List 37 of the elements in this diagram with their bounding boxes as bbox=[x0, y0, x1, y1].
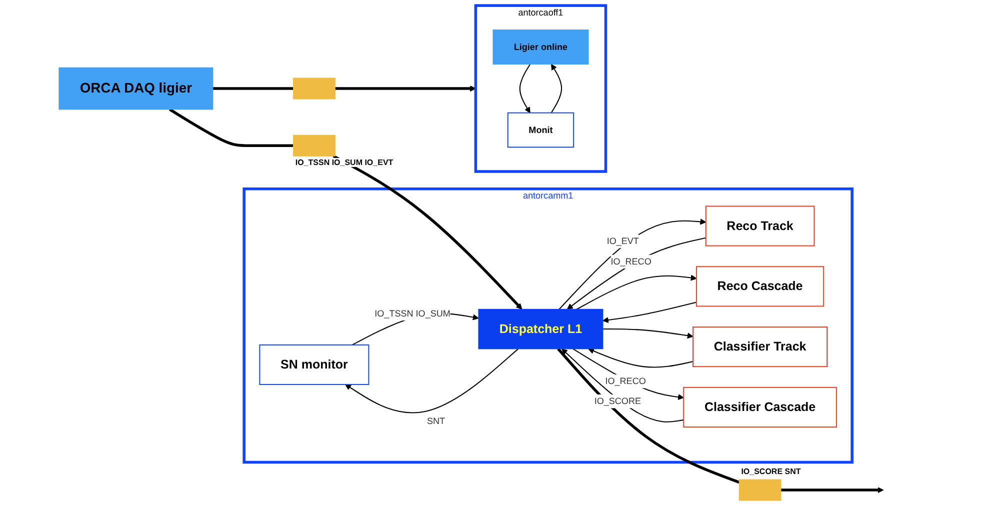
connector bbox=[168, 108, 294, 148]
arrow bbox=[335, 85, 476, 92]
node-box: Reco Track bbox=[705, 206, 815, 246]
edge-label: IO_SCORE bbox=[594, 396, 641, 406]
edge-label: IO_RECO bbox=[605, 376, 646, 386]
arrow bbox=[558, 218, 706, 310]
arrow bbox=[572, 348, 684, 400]
signal-label: IO_SCORE SNT bbox=[739, 466, 803, 476]
connector bbox=[557, 348, 740, 484]
arrow bbox=[332, 154, 522, 310]
node-box: Reco Cascade bbox=[696, 266, 824, 307]
node-box bbox=[293, 134, 336, 156]
arrow bbox=[576, 274, 697, 310]
arrow bbox=[345, 348, 519, 414]
arrow bbox=[602, 328, 694, 339]
arrow bbox=[588, 348, 694, 368]
arrow bbox=[566, 237, 706, 310]
node-box: Classifier Track bbox=[692, 326, 828, 368]
edge-label: IO_EVT bbox=[606, 236, 639, 246]
arrow bbox=[550, 64, 562, 114]
node-box bbox=[293, 78, 336, 100]
node-box: Dispatcher L1 bbox=[478, 308, 604, 350]
arrow bbox=[780, 486, 884, 494]
node-box bbox=[738, 479, 782, 501]
edge-label: SNT bbox=[427, 416, 446, 426]
signal-label: IO_TSSN IO_SUM IO_EVT bbox=[293, 158, 396, 168]
node-box: SN monitor bbox=[259, 344, 370, 385]
edge-label: IO_RECO bbox=[610, 256, 652, 267]
edge-label: IO_TSSN IO_SUM bbox=[374, 308, 450, 318]
node-box: Monit bbox=[507, 112, 574, 148]
arrow bbox=[602, 302, 697, 324]
node-box: Ligier online bbox=[492, 30, 589, 65]
arrow bbox=[519, 64, 531, 114]
node-box: Classifier Cascade bbox=[683, 386, 837, 428]
connector bbox=[212, 87, 294, 90]
node-box: ORCA DAQ ligier bbox=[58, 67, 214, 110]
arrow bbox=[562, 348, 684, 422]
